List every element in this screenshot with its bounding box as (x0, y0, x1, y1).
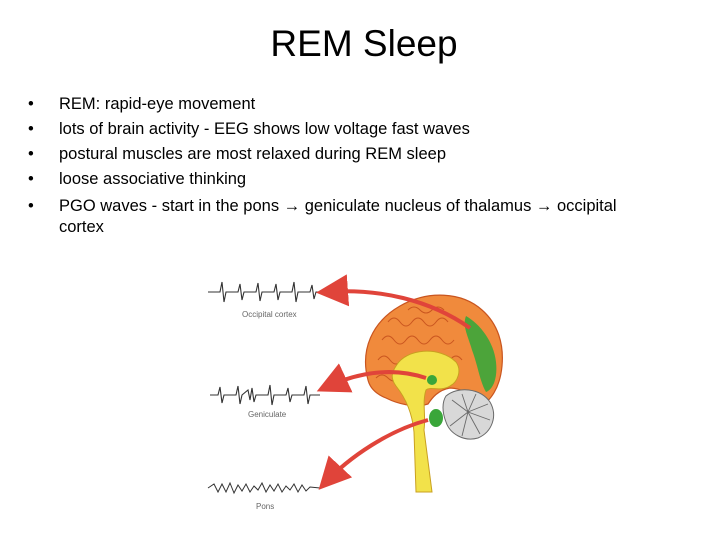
bullet-text: lots of brain activity - EEG shows low v… (59, 120, 470, 138)
bullet-item: • lots of brain activity - EEG shows low… (28, 119, 648, 140)
arrow-to-occipital (316, 274, 472, 330)
brain-figure: Occipital cortex Geniculate Pons (200, 270, 520, 520)
bullet-item: • REM: rapid-eye movement (28, 94, 648, 115)
bullet-list: • REM: rapid-eye movement • lots of brai… (28, 94, 648, 242)
bullet-text: REM: rapid-eye movement (59, 95, 256, 113)
bullet-item: • postural muscles are most relaxed duri… (28, 144, 648, 165)
eeg-trace-pons (207, 481, 321, 495)
bullet-icon: • (28, 170, 34, 188)
bullet-icon: • (28, 95, 34, 113)
label-geniculate: Geniculate (248, 410, 287, 419)
eeg-trace-geniculate (210, 384, 320, 406)
brain-cerebellum (442, 389, 494, 440)
occipital-highlight (464, 316, 497, 392)
slide-title: REM Sleep (270, 23, 458, 64)
bullet-text: postural muscles are most relaxed during… (59, 145, 447, 163)
brain-midbrain (391, 350, 460, 493)
bullet-item: • loose associative thinking (28, 169, 648, 190)
geniculate-highlight (427, 375, 437, 385)
bullet-text: PGO waves - start in the pons → genicula… (59, 197, 617, 236)
label-occipital-cortex: Occipital cortex (242, 310, 297, 319)
bullet-icon: • (28, 120, 34, 138)
bullet-text: loose associative thinking (59, 170, 247, 188)
pons-highlight (429, 409, 443, 427)
bullet-item: • PGO waves - start in the pons → genicu… (28, 196, 648, 238)
arrow-to-pons (318, 418, 429, 490)
bullet-icon: • (28, 145, 34, 163)
label-pons: Pons (256, 502, 275, 511)
arrow-to-geniculate (316, 363, 427, 393)
cerebellum-folds (449, 393, 491, 437)
bullet-icon: • (28, 197, 34, 215)
eeg-trace-occipital (208, 281, 322, 303)
brain-illustration (207, 274, 503, 495)
